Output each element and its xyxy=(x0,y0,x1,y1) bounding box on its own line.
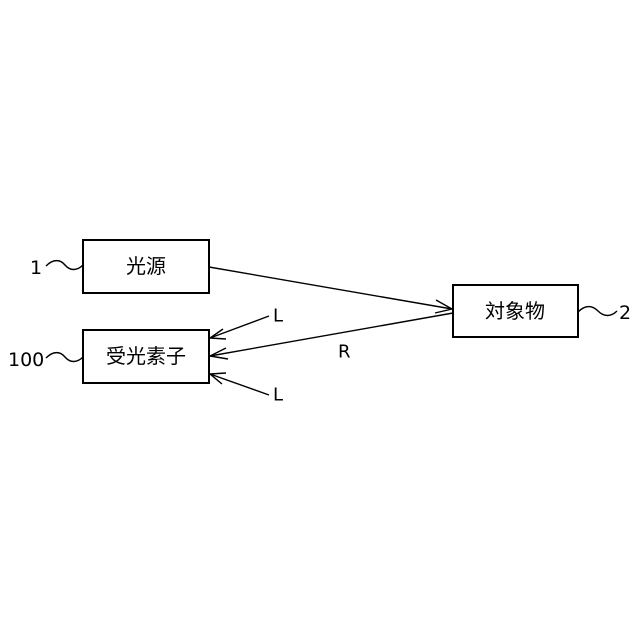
light-source-label: 光源 xyxy=(126,254,166,278)
ref-numeral-object: 2 xyxy=(619,302,631,324)
ambient-light-upper-arrow: L xyxy=(210,306,283,340)
ambient-upper-arrowhead xyxy=(210,329,226,339)
light-source-block: 光源 xyxy=(83,240,209,293)
emitted-light-arrow xyxy=(209,267,452,313)
ref-receiver: 100 xyxy=(8,349,83,371)
receiver-label: 受光素子 xyxy=(106,344,186,368)
reflected-light-arrow: R xyxy=(210,313,453,363)
object-block: 対象物 xyxy=(453,285,578,337)
ref-object: 2 xyxy=(578,302,631,324)
ref-numeral-light-source: 1 xyxy=(30,257,42,279)
ambient-light-symbol-upper: L xyxy=(273,306,283,327)
ambient-light-symbol-lower: L xyxy=(273,385,283,406)
leader-wave-object xyxy=(578,307,617,316)
receiver-block: 受光素子 xyxy=(83,330,209,383)
ambient-light-lower-arrow: L xyxy=(210,373,283,406)
reflected-light-symbol: R xyxy=(338,342,351,363)
leader-wave-light-source xyxy=(46,261,83,270)
ref-light-source: 1 xyxy=(30,257,83,279)
ref-numeral-receiver: 100 xyxy=(8,349,44,371)
object-label: 対象物 xyxy=(485,299,545,323)
leader-wave-receiver xyxy=(46,353,83,362)
